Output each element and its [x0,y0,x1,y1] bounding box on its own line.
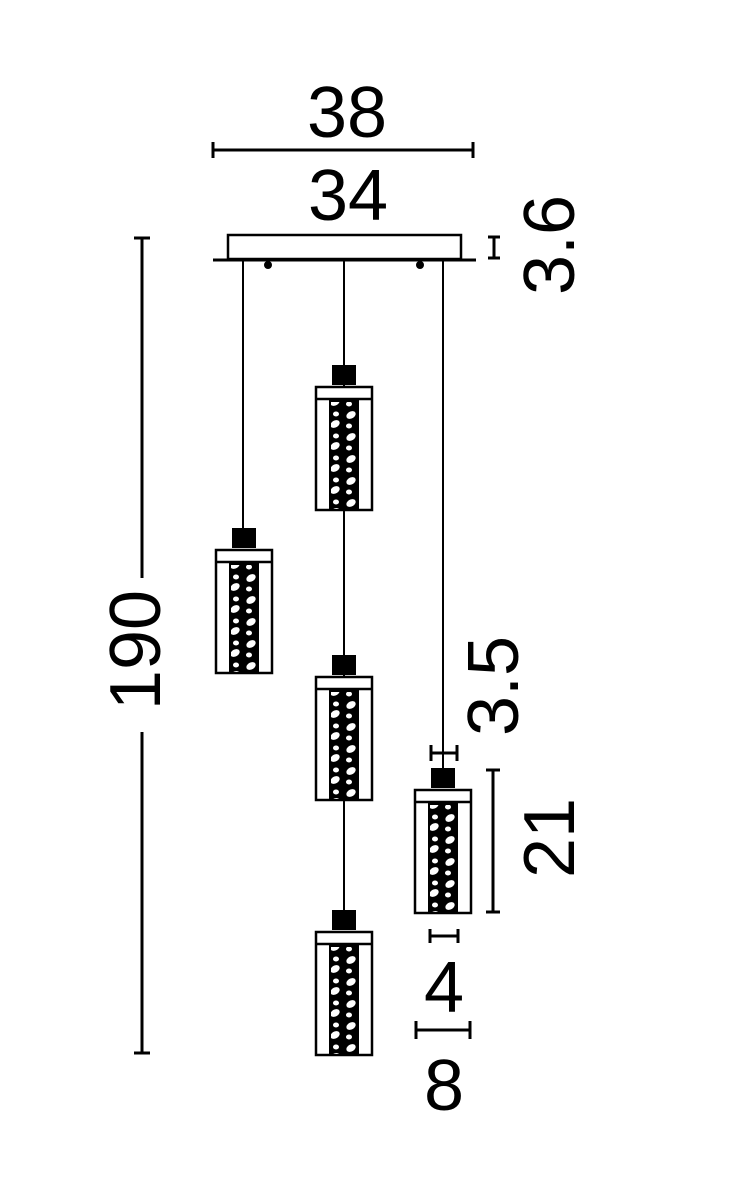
dimension-total-height: 190 [96,236,176,1055]
canopy [213,233,476,269]
dimension-label-3-6: 3.6 [510,195,590,295]
dimension-label-34: 34 [308,156,388,236]
pendant-shade-4 [314,908,374,1057]
dimension-canopy-height: 3.6 [488,195,590,295]
dimension-shade-inner-width: 4 [424,929,464,1028]
pendant-shade-5 [413,766,473,915]
dimension-canopy-outer-width: 38 [211,73,475,158]
dimension-label-4: 4 [424,948,464,1028]
dimension-cap-height: 3.5 [429,636,534,761]
dimension-shade-outer-width: 8 [414,1021,472,1126]
dimension-label-3-5: 3.5 [454,636,534,736]
pendant-shade-2 [314,363,374,512]
dimension-label-21: 21 [510,798,590,878]
dimension-label-190: 190 [96,590,176,710]
pendant-shade-3 [314,653,374,802]
dimension-label-8: 8 [424,1046,464,1126]
dimension-shade-height: 21 [486,768,590,914]
pendant-shade-1 [214,526,274,675]
dimension-label-38: 38 [307,73,387,153]
